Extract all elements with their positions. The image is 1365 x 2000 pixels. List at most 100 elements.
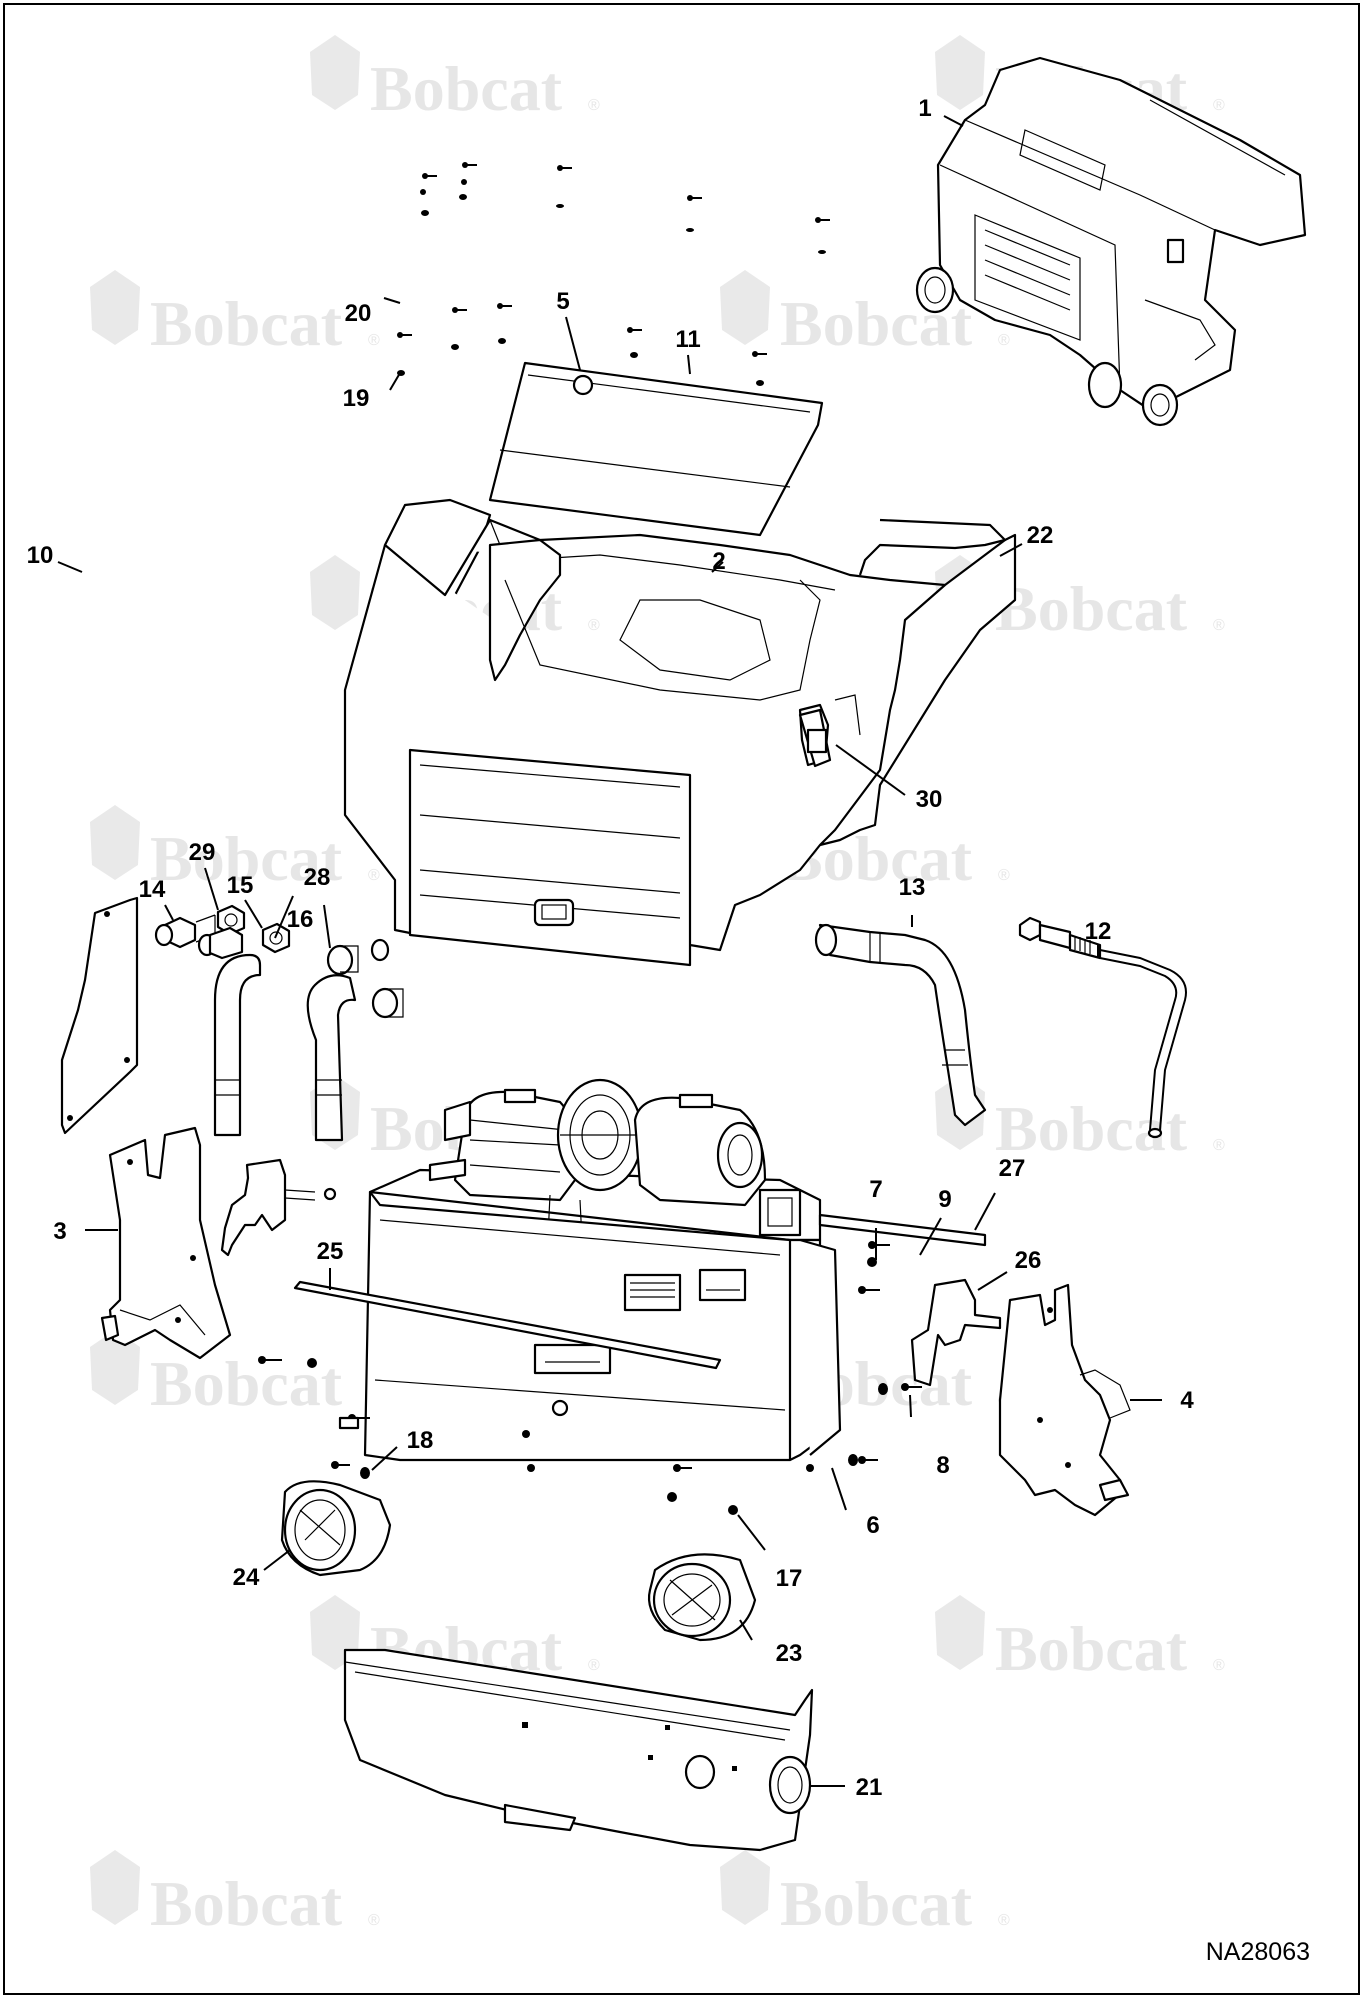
part-11-access-cover [488, 361, 824, 537]
callout-27: 27 [999, 1155, 1026, 1182]
watermark-text: Bobcat [150, 288, 343, 359]
watermark-tile: Bobcat ® [720, 1850, 1010, 1939]
watermark-tile: Bobcat ® [935, 1595, 1225, 1684]
watermark-tile: Bobcat ® [90, 270, 380, 359]
watermark-registered-mark: ® [368, 332, 380, 349]
watermark-tile: Bobcat ® [90, 1850, 380, 1939]
bobcat-logo-icon [720, 270, 770, 345]
part-4-right-bracket [998, 1283, 1131, 1517]
part-26-bracket [910, 1278, 1002, 1387]
watermark-tile: Bobcat ® [90, 805, 380, 894]
callout-29: 29 [189, 839, 216, 866]
callout-8: 8 [936, 1452, 949, 1479]
callout-11: 11 [675, 326, 700, 353]
bobcat-logo-icon [90, 805, 140, 880]
bobcat-logo-icon [310, 555, 360, 630]
watermark-tile: Bobcat® [310, 35, 600, 124]
callout-23: 23 [776, 1640, 803, 1667]
part-24-louver-vent [280, 1480, 392, 1577]
callout-1: 1 [918, 95, 931, 122]
callout-7: 7 [869, 1176, 882, 1203]
callout-13: 13 [899, 874, 926, 901]
watermark-registered-mark: ® [588, 617, 600, 634]
bobcat-logo-icon [935, 1595, 985, 1670]
part-21-lower-duct [343, 1648, 814, 1852]
callout-24: 24 [233, 1564, 260, 1591]
bobcat-logo-icon [720, 1850, 770, 1925]
part-3-left-bracket [100, 1126, 232, 1360]
callout-10: 10 [27, 542, 54, 569]
callout-26: 26 [1015, 1247, 1042, 1274]
part-12-capillary-tube [1018, 916, 1187, 1139]
bobcat-logo-icon [310, 35, 360, 110]
watermark-registered-mark: ® [1213, 97, 1225, 114]
diagram-frame [3, 3, 1360, 1995]
callout-3: 3 [53, 1218, 66, 1245]
fasteners-top [397, 162, 830, 386]
watermark-registered-mark: ® [1213, 1137, 1225, 1154]
callout-28: 28 [304, 864, 331, 891]
part-13-drain-hose [814, 923, 987, 1127]
callout-30: 30 [916, 786, 943, 813]
watermark-text: Bobcat [780, 1868, 973, 1939]
part-14b-fitting [197, 926, 244, 960]
watermark-registered-mark: ® [588, 97, 600, 114]
watermark-registered-mark: ® [368, 867, 380, 884]
watermark-text: Bobcat [150, 1868, 343, 1939]
callout-17: 17 [776, 1565, 803, 1592]
callout-4: 4 [1180, 1387, 1194, 1414]
part-15-hose [213, 953, 262, 1137]
drawing-number: NA28063 [1206, 1938, 1310, 1966]
part-23-louver-vent [647, 1553, 757, 1642]
watermark-text: Bobcat [780, 823, 973, 894]
part-16-hose [306, 974, 357, 1142]
watermark-text: Bobcat [995, 573, 1188, 644]
callout-6: 6 [866, 1512, 879, 1539]
watermark-registered-mark: ® [998, 867, 1010, 884]
fasteners-blower [258, 1241, 922, 1515]
callout-5: 5 [556, 288, 569, 315]
watermark-tile: Bobcat ® [935, 1075, 1225, 1164]
callout-18: 18 [407, 1427, 434, 1454]
watermark-registered-mark: ® [368, 1912, 380, 1929]
bobcat-logo-icon [90, 270, 140, 345]
part-2-blower-assembly [363, 1078, 842, 1462]
callout-14: 14 [139, 876, 166, 903]
watermark-text: Bobcat [995, 1093, 1188, 1164]
callout-25: 25 [317, 1238, 344, 1265]
part-28-hose-clamp [326, 938, 404, 1019]
part-1-housing-inset [915, 56, 1307, 427]
bobcat-logo-icon [90, 1850, 140, 1925]
callout-2: 2 [712, 548, 725, 575]
part-14-fitting [154, 914, 216, 949]
watermark-text: Bobcat [995, 1613, 1188, 1684]
part-27-foam-strip [818, 1213, 987, 1247]
callout-15: 15 [227, 872, 254, 899]
callout-22: 22 [1027, 522, 1054, 549]
bracket-left-small [220, 1158, 337, 1257]
bobcat-logo-icon [935, 35, 985, 110]
callout-12: 12 [1085, 918, 1112, 945]
part-25-seal-strip [293, 1280, 722, 1370]
part-22-upper-housing [343, 498, 1017, 967]
callout-labels: 1 2 3 4 5 6 7 8 9 10 11 12 13 14 15 16 1… [27, 95, 1195, 1801]
callout-16: 16 [287, 906, 314, 933]
callout-9: 9 [938, 1186, 951, 1213]
callout-20: 20 [345, 300, 372, 327]
part-30-connector [798, 708, 832, 768]
part-29-nut [216, 904, 246, 936]
watermark-registered-mark: ® [998, 1912, 1010, 1929]
watermark-registered-mark: ® [588, 1657, 600, 1674]
watermark-registered-mark: ® [1213, 1657, 1225, 1674]
callout-21: 21 [856, 1774, 883, 1801]
watermark-registered-mark: ® [998, 332, 1010, 349]
watermark-tile: Bobcat ® [935, 555, 1225, 644]
callout-19: 19 [343, 385, 370, 412]
leader-lines [57, 115, 1162, 1787]
watermark-text: Bobcat [150, 823, 343, 894]
bobcat-logo-icon [90, 1330, 140, 1405]
part-10-seal [60, 896, 139, 1135]
watermark-tile: Bobcat® [90, 1330, 380, 1419]
watermark-registered-mark: ® [1213, 617, 1225, 634]
